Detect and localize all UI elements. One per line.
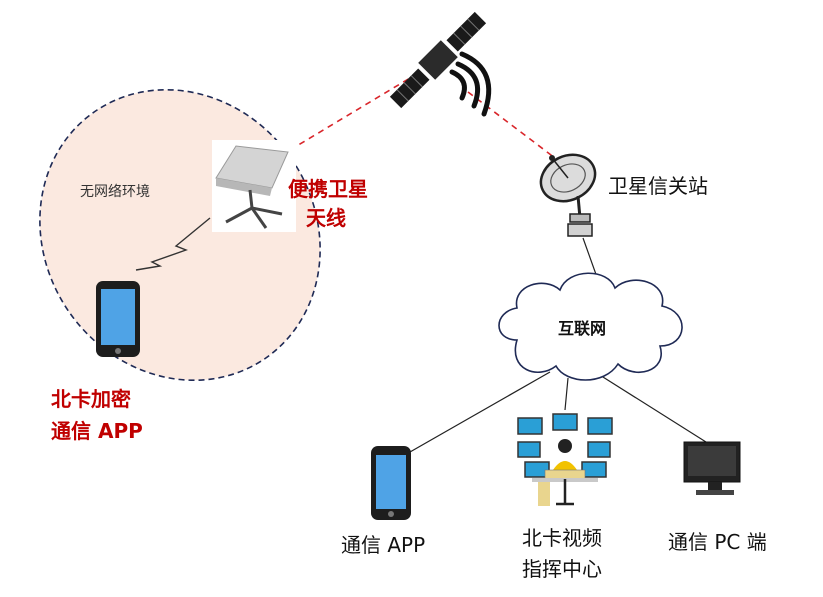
wireless-link-icon (135, 217, 211, 271)
phone-icon-endpoint (371, 446, 411, 520)
command-center-label-line2: 指挥中心 (522, 557, 602, 581)
no-network-label: 无网络环境 (80, 184, 150, 200)
portable-antenna-label-line1: 便携卫星 (288, 177, 368, 201)
internet-label: 互联网 (558, 319, 607, 338)
satellite-icon (389, 11, 492, 117)
portable-antenna-icon (212, 140, 296, 232)
internet-cloud-icon (498, 272, 683, 381)
command-center-icon (515, 410, 615, 510)
satellite-gateway-label: 卫星信关站 (608, 174, 708, 198)
portable-antenna-label-line2: 天线 (306, 206, 346, 230)
phone-icon-zone (96, 281, 140, 357)
secure-app-label-line1: 北卡加密 (51, 387, 131, 411)
internet-app-line (409, 371, 551, 453)
internet-pc-line (594, 371, 707, 443)
endpoint-app-label: 通信 APP (341, 533, 426, 557)
satellite-link-antenna (289, 77, 411, 151)
pc-monitor-icon (683, 441, 741, 495)
command-center-label-line1: 北卡视频 (522, 526, 602, 550)
pc-endpoint-label: 通信 PC 端 (668, 530, 767, 554)
internet-center-line (564, 377, 569, 411)
satellite-link-gateway (467, 91, 556, 159)
secure-app-label-line2: 通信 APP (51, 419, 143, 443)
satellite-dish-icon (539, 153, 597, 237)
